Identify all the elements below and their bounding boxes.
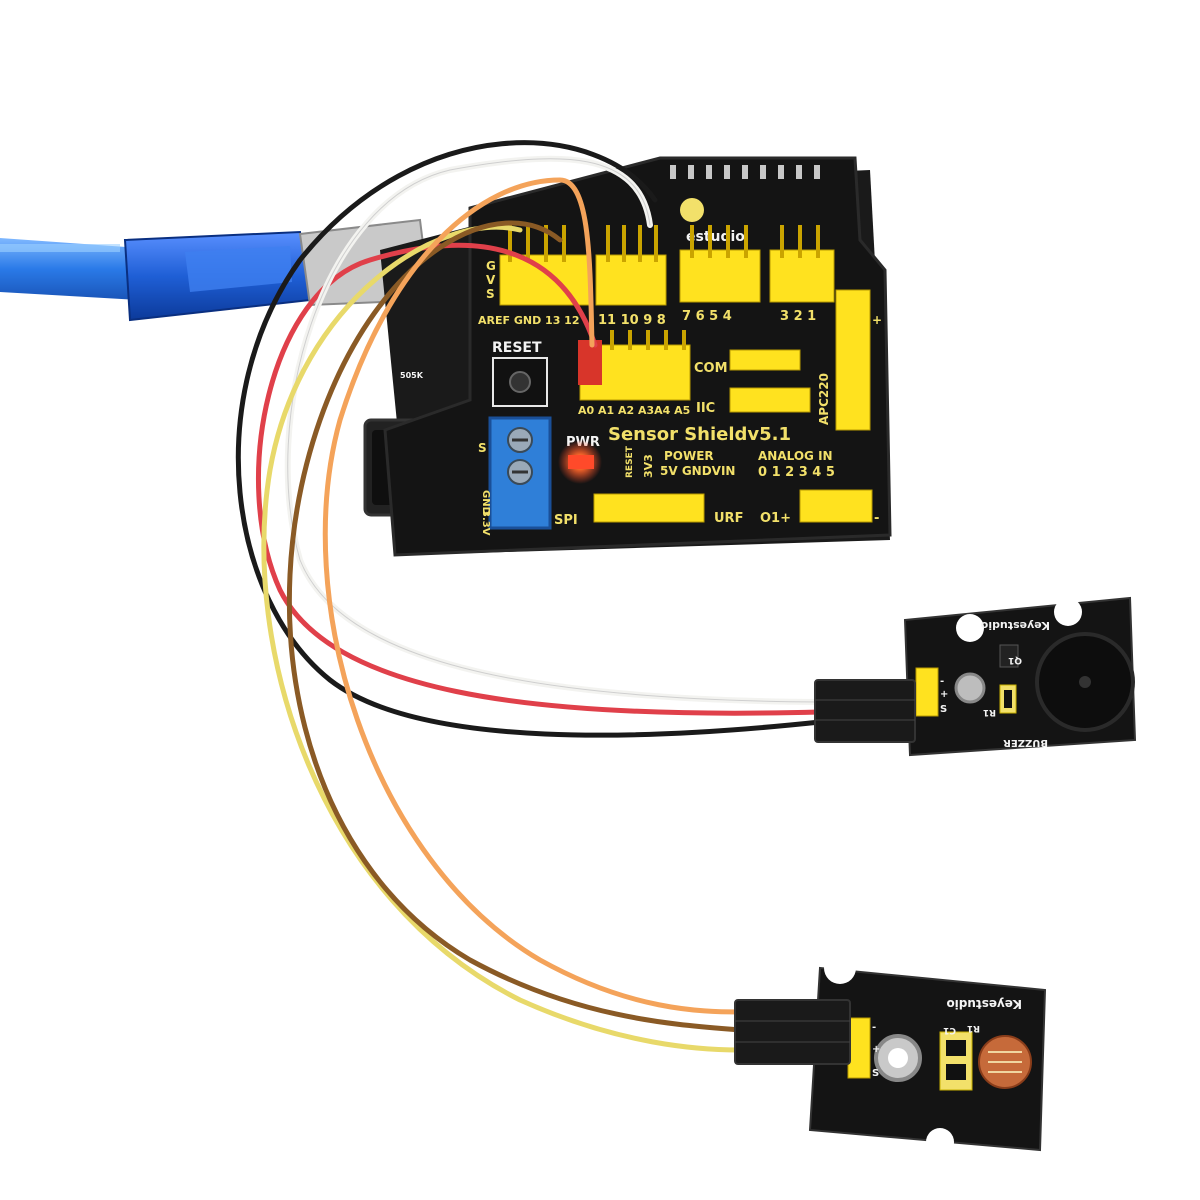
label-resistor-code: 505K	[400, 371, 424, 380]
gvs-letter-g: G	[486, 259, 496, 273]
label-apc220: APC220	[817, 373, 831, 425]
buzzer-label: BUZZER	[1003, 737, 1048, 748]
power-terminal-block	[488, 416, 552, 530]
wire-yellow	[261, 224, 743, 1053]
label-urf: URF	[714, 511, 743, 526]
light-c1: C1	[943, 1025, 956, 1035]
label-3v3: 3V3	[642, 454, 655, 478]
label-o1: O1+	[760, 511, 791, 526]
light-pin-s: S	[872, 1068, 879, 1079]
wire-red	[255, 242, 823, 716]
buzzer-pin-s: S	[940, 704, 947, 715]
buzzer-q1: Q1	[1008, 655, 1022, 665]
label-minus: -	[874, 511, 879, 526]
label-spi: SPI	[554, 513, 578, 528]
label-reset: RESET	[492, 340, 542, 356]
reset-button[interactable]	[492, 357, 548, 407]
light-pin-minus: -	[872, 1022, 876, 1033]
buzzer-dupont-connector	[814, 679, 916, 743]
gvs-letter-s: S	[486, 287, 495, 301]
shield-brand: estudio	[686, 229, 745, 245]
wire-white-outline	[287, 158, 821, 703]
shield-title: Sensor Shieldv5.1	[608, 424, 791, 445]
jumper-wires	[235, 140, 823, 1053]
label-digital-far: 3 2 1	[780, 309, 816, 324]
buzzer-pin-minus: -	[940, 676, 944, 687]
label-plus-top: +	[872, 313, 882, 327]
top-pin-row	[670, 165, 820, 179]
usb-cable	[0, 218, 432, 322]
gvs-letter-v: V	[486, 273, 496, 287]
label-gnd-side: GND	[480, 490, 491, 515]
label-digital-mid: 11 10 9 8	[598, 313, 666, 328]
label-analog-numbers: 0 1 2 3 4 5	[758, 465, 835, 480]
label-digital-right: 7 6 5 4	[682, 309, 732, 324]
label-analog-pins: A0 A1 A2 A3A4 A5	[578, 404, 690, 417]
header-digital-right	[679, 225, 761, 303]
light-dupont-connector	[734, 999, 851, 1065]
buzzer-r1: R1	[983, 707, 996, 717]
iic-header	[729, 387, 811, 413]
label-s-side: S	[478, 441, 487, 455]
header-power	[593, 493, 705, 523]
header-analog	[578, 330, 691, 401]
wire-black	[235, 140, 823, 738]
mount-hole-icon	[954, 672, 986, 704]
sensor-shield: estudio ARE	[383, 156, 892, 557]
buzzer-brand: Keyestudio	[980, 619, 1050, 632]
light-r1: R1	[967, 1023, 980, 1033]
label-analog-in: ANALOG IN	[758, 449, 833, 463]
label-digital-left: AREF GND 13 12	[478, 314, 579, 327]
label-reset-pin: RESET	[625, 445, 635, 478]
buzzer-module: Keyestudio BUZZER Q1 R1 - + S	[814, 596, 1137, 757]
label-power: POWER	[664, 449, 714, 463]
wire-orange	[322, 177, 743, 1015]
light-sensor-module: Keyestudio C1 R1 - + S	[734, 952, 1047, 1156]
label-com: COM	[694, 361, 728, 376]
wire-brown	[286, 220, 743, 1033]
brand-logo-icon	[680, 198, 704, 222]
buzzer-pin-plus: +	[940, 689, 948, 700]
label-33v-side: 3.3V	[480, 510, 491, 536]
header-digital-mid	[595, 225, 667, 306]
com-header	[729, 349, 801, 371]
label-iic: IIC	[696, 401, 715, 416]
transistor-q1	[999, 644, 1019, 668]
light-pin-plus: +	[872, 1044, 880, 1055]
header-digital-far	[769, 225, 835, 303]
label-power-pins: 5V GNDVIN	[660, 464, 735, 478]
light-brand: Keyestudio	[946, 997, 1022, 1011]
header-uart	[799, 489, 873, 523]
apc220-socket	[835, 289, 871, 431]
